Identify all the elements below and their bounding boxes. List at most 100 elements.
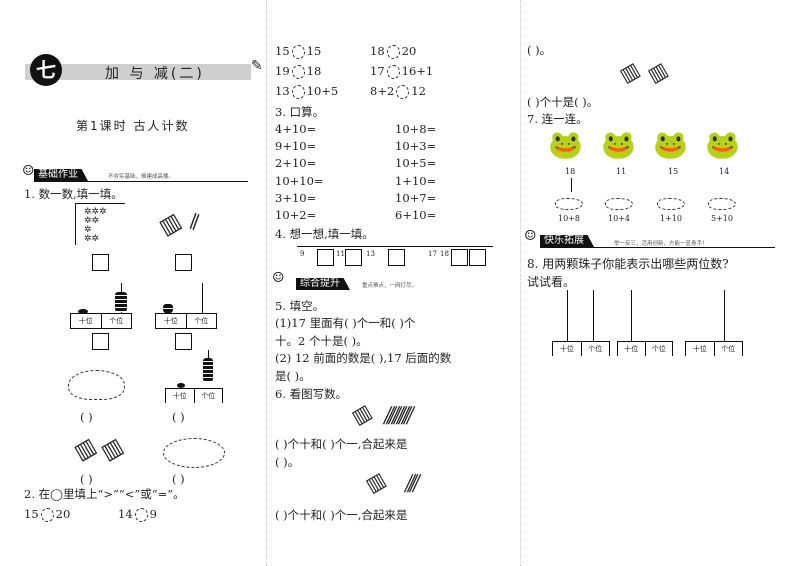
equation: 10+8=: [395, 122, 437, 136]
equation: 4+10=: [275, 122, 317, 136]
fill-blank-line[interactable]: 是( )。: [275, 368, 311, 383]
frog-number[interactable]: 14: [719, 167, 730, 176]
empty-oval: [163, 438, 225, 468]
tens-label: 十位: [172, 392, 187, 400]
ones-label: 个位: [644, 342, 673, 356]
tadpole-expression[interactable]: 1+10: [660, 214, 682, 223]
answer-paren[interactable]: ( ): [80, 410, 93, 424]
answer-box[interactable]: [92, 254, 109, 271]
compare-circle[interactable]: [386, 45, 400, 59]
section-rule: [540, 247, 775, 248]
unit-badge: 七: [30, 54, 62, 86]
q2-title: 2. 在◯里填上“>”“<”或“=”。: [24, 487, 185, 501]
fill-blank-line[interactable]: (2) 12 前面的数是( ),17 后面的数: [275, 351, 452, 365]
fill-blank-line[interactable]: (1)17 里面有( )个一和( )个: [275, 316, 416, 330]
number-label: 17: [428, 250, 437, 258]
frog-number[interactable]: 11: [616, 167, 627, 176]
abacus-frame: 十位个位: [617, 341, 673, 356]
answer-box[interactable]: [175, 254, 192, 271]
tadpole-icon: [605, 198, 633, 210]
number-label: 13: [366, 250, 375, 258]
compare-circle[interactable]: [134, 508, 148, 522]
equation: 10+5=: [395, 156, 437, 171]
equation: 6+10=: [395, 208, 437, 223]
connect-line: [571, 178, 572, 192]
answer-box[interactable]: [469, 249, 486, 266]
right-value: 20: [401, 44, 417, 58]
section-banner-combo: 综合提升: [296, 278, 350, 290]
tadpole-icon: [555, 198, 583, 210]
fill-blank-line[interactable]: ( )个十和( )个一,合起来是: [275, 437, 408, 451]
right-value: 10+5: [306, 84, 339, 98]
fill-blank-line[interactable]: ( )。: [527, 43, 552, 57]
left-value: 19: [275, 64, 290, 78]
section-banner-basic: 基础作业: [34, 169, 88, 181]
unit-header-band: [25, 64, 251, 80]
section-rule: [34, 181, 248, 182]
fill-blank-line[interactable]: ( )个十是( )。: [527, 95, 599, 109]
compare-circle[interactable]: [291, 85, 305, 99]
left-value: 14: [118, 507, 133, 521]
mascot-icon: ☺: [22, 163, 35, 179]
abacus-rod: [593, 290, 594, 341]
number-label: 9: [300, 250, 305, 258]
q3-left-column: 4+10=9+10=2+10=10+10=3+10=10+2=: [275, 121, 324, 224]
left-value: 13: [275, 84, 290, 98]
tadpole-icon: [708, 198, 736, 210]
tadpole-expression[interactable]: 10+4: [608, 214, 630, 223]
equation: 10+7=: [395, 190, 437, 205]
abacus-rod: [567, 290, 568, 341]
compare-circle[interactable]: [396, 85, 410, 99]
fill-blank-line[interactable]: ( )。: [275, 455, 300, 469]
q7-title: 7. 连一连。: [527, 112, 588, 126]
abacus-frame: 十位个位: [552, 341, 610, 356]
answer-box[interactable]: [92, 333, 109, 350]
compare-circle[interactable]: [291, 45, 305, 59]
fill-blank-line[interactable]: ( )个十和( )个一,合起来是: [275, 508, 408, 522]
q8-title: 8. 用两颗珠子你能表示出哪些两位数?: [527, 257, 729, 271]
abacus-frame: 十位个位: [685, 341, 743, 356]
answer-paren[interactable]: ( ): [172, 472, 185, 486]
frog-number[interactable]: 18: [565, 167, 576, 176]
sticks-bundle-icon: ▥: [643, 56, 672, 88]
tadpole-expression[interactable]: 5+10: [711, 214, 733, 223]
frog-number[interactable]: 15: [668, 167, 679, 176]
answer-box[interactable]: [345, 249, 362, 266]
abacus-bead: [78, 309, 88, 314]
compare-circle[interactable]: [40, 508, 54, 522]
answer-paren[interactable]: ( ): [80, 472, 93, 486]
number-label: 18: [440, 250, 449, 258]
right-value: 12: [411, 84, 426, 98]
right-value: 18: [306, 64, 322, 78]
number-line: [297, 246, 493, 247]
tadpole-icon: [657, 198, 685, 210]
column-divider: [266, 0, 267, 566]
abacus-rod: [724, 290, 725, 341]
fill-blank-line[interactable]: 十。2 个十是( )。: [275, 333, 368, 348]
answer-box[interactable]: [451, 249, 468, 266]
answer-paren[interactable]: ( ): [172, 410, 185, 424]
sticks-bundle-icon: ▥: [97, 433, 128, 466]
lesson-title: 第1课时 古人计数: [76, 119, 190, 133]
left-value: 18: [370, 44, 385, 58]
answer-box[interactable]: [317, 249, 334, 266]
right-value: 20: [55, 507, 71, 521]
ones-label: 个位: [185, 314, 217, 328]
sticks-bundle-icon: ▥: [361, 466, 390, 498]
right-value: 15: [306, 44, 322, 58]
tadpole-expression[interactable]: 10+8: [558, 214, 580, 223]
abacus-beads: [163, 304, 173, 313]
answer-box[interactable]: [175, 333, 192, 350]
abacus-rod: [631, 290, 632, 341]
compare-circle[interactable]: [291, 65, 305, 79]
compare-circle[interactable]: [386, 65, 400, 79]
ones-label: 个位: [193, 389, 223, 403]
abacus-beads: [203, 358, 213, 382]
answer-box[interactable]: [388, 249, 405, 266]
q3-title: 3. 口算。: [275, 105, 325, 119]
